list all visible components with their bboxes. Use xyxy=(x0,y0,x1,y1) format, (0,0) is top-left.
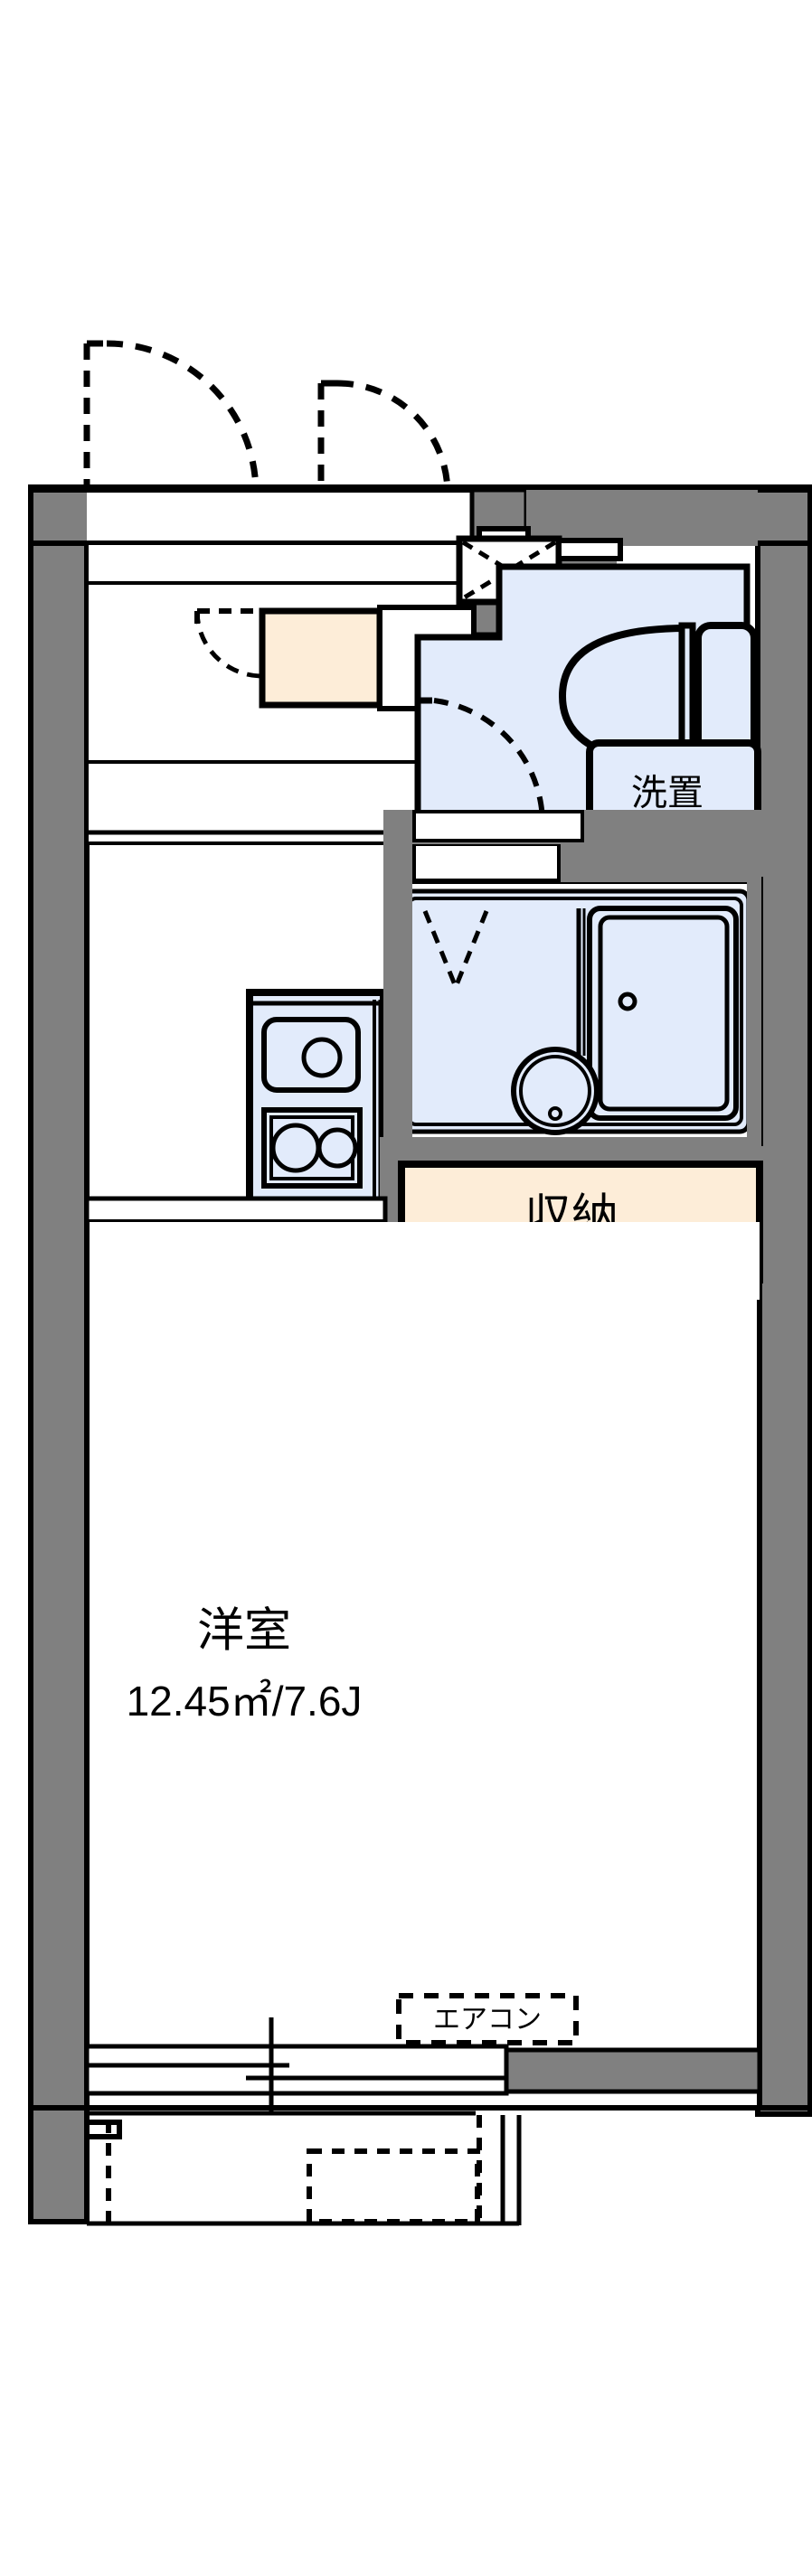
partition-top-right xyxy=(526,490,758,546)
shoe-cabinet-door-arc xyxy=(194,610,263,679)
balcony-floor xyxy=(87,2113,476,2220)
partition-bath-left xyxy=(383,841,412,1159)
wall-left xyxy=(28,484,90,2117)
bath-door-mark-b xyxy=(453,910,489,988)
left-wall-lower xyxy=(28,2105,90,2224)
aircon-box xyxy=(396,1993,579,2045)
main-room-label: 洋室 xyxy=(197,1605,291,1658)
shoe-cabinet-fixture xyxy=(259,607,383,709)
meter-box-shelf xyxy=(556,538,623,561)
washer-space-label: 洗置 xyxy=(631,774,703,813)
corridor-lower-sill xyxy=(84,1196,388,1225)
toilet-door-arc xyxy=(433,698,546,826)
main-room-floor xyxy=(87,1222,760,2108)
entrance-door xyxy=(83,340,260,494)
wash-basin-inner xyxy=(519,1055,591,1127)
entrance-door-opening xyxy=(87,490,472,541)
aircon-annotation: エアコン xyxy=(396,1993,579,2045)
bathtub-inner xyxy=(598,915,730,1112)
second-entrance-door xyxy=(317,380,451,494)
wall-bottom-right xyxy=(504,2047,762,2094)
bath-door-opening xyxy=(412,842,561,882)
corridor-separators xyxy=(87,810,763,844)
balcony-notch xyxy=(87,2120,122,2139)
main-room-area: 12.45㎡/7.6J xyxy=(127,1678,363,1725)
bath-door-mark-a xyxy=(422,910,458,988)
bath-kitchen-partitions xyxy=(380,841,761,1300)
stove-burner-right xyxy=(316,1127,358,1169)
bathtub-drain xyxy=(618,992,637,1011)
kitchen-sink-drain xyxy=(301,1037,343,1078)
balcony-window-group xyxy=(31,2017,810,2113)
toilet-door xyxy=(414,697,546,827)
stove-burner-left xyxy=(270,1123,321,1173)
corridor-lower xyxy=(84,1196,388,1225)
unit-bath-group xyxy=(387,877,763,1146)
aircon-label: エアコン xyxy=(433,2005,542,2035)
entrance-door-arc xyxy=(106,340,260,494)
wall-left-lower xyxy=(28,2105,90,2224)
wash-basin-drain xyxy=(548,1106,562,1121)
partition-bath-right xyxy=(747,841,761,1159)
hall-opening xyxy=(412,810,584,842)
balcony-window-frame xyxy=(84,2044,509,2096)
main-room-group: 洋室 12.45㎡/7.6J xyxy=(84,1222,762,2108)
wall-right xyxy=(755,484,812,2117)
balcony-group xyxy=(84,2111,522,2226)
second-door-arc xyxy=(336,380,451,494)
kitchen-group xyxy=(246,989,387,1204)
